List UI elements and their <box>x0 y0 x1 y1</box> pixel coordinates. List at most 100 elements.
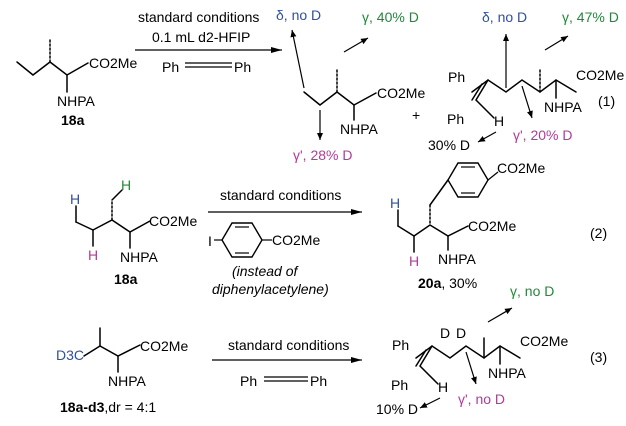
p1-gamma-arrow <box>343 37 369 53</box>
p20a-new-cc-bond <box>429 179 449 206</box>
r1-equation-number: (1) <box>598 93 615 109</box>
sm3-amine-label: NHPA <box>108 373 147 389</box>
p20a-ester-label: CO2Me <box>468 218 516 234</box>
p2-gamma-arrow <box>544 35 569 51</box>
sm3-dr: ,dr = 4:1 <box>104 399 156 415</box>
p1-amine-label: NHPA <box>340 121 379 137</box>
p2-gamma-prime-arrow <box>521 85 533 119</box>
r1-reagent-ph-right: Ph <box>234 59 251 75</box>
r2-note-line-2: diphenylacetylene) <box>212 281 329 297</box>
p3-ester-label: CO2Me <box>520 333 568 349</box>
p2-ph-top-label: Ph <box>448 69 465 85</box>
reaction-1-product-1: CO2Me NHPA δ, no D γ, 40% D γ', 28% D <box>276 7 425 163</box>
p3-gamma-prime-label: γ', no D <box>458 391 505 407</box>
r2-condition-line-1: standard conditions <box>220 187 341 203</box>
p2-amine-label: NHPA <box>544 99 583 115</box>
p2-vinyl-d-arrow <box>477 131 497 143</box>
p3-alkene-bond <box>419 345 439 385</box>
p20a-bond-a <box>397 225 415 237</box>
p2-delta-label: δ, no D <box>482 9 527 25</box>
r2-note-line-1: (instead of <box>232 263 299 279</box>
p3-vinyl-h-label: H <box>438 379 448 395</box>
p2-vinyl-h-label: H <box>494 113 504 129</box>
p3-amine-label: NHPA <box>488 365 527 381</box>
r2-reagent-iodo: I <box>208 233 212 249</box>
reaction-3-product: D D Ph Ph H CO2Me NHPA γ, no D 10% D γ',… <box>376 283 607 417</box>
p20a-aryl-ester-bond <box>487 171 499 181</box>
sm2-compound-label: 18a <box>114 271 138 287</box>
p1-delta-label: δ, no D <box>276 7 321 23</box>
p2-vinyl-d-label: 30% D <box>428 137 470 153</box>
sm2-amine-label: NHPA <box>120 249 159 265</box>
sm3-cd3-label: D3C <box>56 347 84 363</box>
r2-reagent-benzene-ring <box>221 222 263 258</box>
r1-plus-sign: + <box>412 107 420 123</box>
r2-reagent-ester-label: CO2Me <box>272 232 320 248</box>
r3-condition-line-1: standard conditions <box>228 337 349 353</box>
reaction-2: H H H CO2Me NHPA 18a standard conditions… <box>70 160 607 297</box>
sm1-compound-label: 18a <box>61 112 85 128</box>
reaction-1: CO2Me NHPA 18a standard conditions 0.1 m… <box>16 7 624 163</box>
p3-d-label-1: D <box>440 325 450 341</box>
p3-gamma-arrow <box>487 307 513 323</box>
p1-backbone-bond <box>303 91 377 106</box>
reaction-1-conditions: standard conditions 0.1 mL d2-HFIP Ph Ph <box>135 9 282 75</box>
reaction-1-starting-material: CO2Me NHPA 18a <box>16 39 137 128</box>
p1-gamma-label: γ, 40% D <box>362 9 419 25</box>
sm3-compound-label: 18a-d3 <box>60 399 105 415</box>
sm1-backbone-bond <box>16 61 89 76</box>
p1-ester-label: CO2Me <box>377 85 425 101</box>
p2-alkene-double-bond <box>471 83 483 101</box>
reaction-3-conditions: standard conditions Ph Ph <box>212 337 362 389</box>
p1-gamma-prime-label: γ', 28% D <box>293 147 352 163</box>
p2-gamma-prime-label: γ', 20% D <box>513 127 572 143</box>
reaction-2-product: CO2Me H H CO2Me NHPA 20a, 30% (2) <box>390 160 607 291</box>
r3-reagent-ph-right: Ph <box>310 373 327 389</box>
p3-d-label-2: D <box>456 325 466 341</box>
reaction-3: D3C CO2Me NHPA 18a-d3,dr = 4:1 standard … <box>56 283 607 417</box>
reaction-2-conditions: standard conditions I CO2Me (instead of … <box>208 187 362 297</box>
r3-reagent-ph-left: Ph <box>240 373 257 389</box>
reaction-2-starting-material: H H H CO2Me NHPA 18a <box>70 177 197 287</box>
sm2-ester-label: CO2Me <box>149 213 197 229</box>
r1-condition-line-2: 0.1 mL d2-HFIP <box>152 29 250 45</box>
p2-alkene-bond <box>475 79 495 119</box>
p20a-amine-label: NHPA <box>438 251 477 267</box>
sm2-h-blue: H <box>70 191 80 207</box>
p20a-compound-label: 20a <box>418 275 442 291</box>
sm3-compound-caption: 18a-d3,dr = 4:1 <box>60 399 156 415</box>
reaction-1-product-2: Ph Ph H CO2Me NHPA δ, no D γ, 47% D 30% … <box>428 9 624 153</box>
sm2-green-ch-bond <box>111 189 123 201</box>
p2-ph-bottom-label: Ph <box>447 111 464 127</box>
p20a-aryl-ring <box>447 162 489 198</box>
sm2-h-green: H <box>121 177 131 193</box>
p20a-compound-caption: 20a, 30% <box>418 275 477 291</box>
p20a-h-magenta: H <box>409 253 419 269</box>
p3-vinyl-d-label: 10% D <box>376 401 418 417</box>
p3-gamma-prime-arrow <box>465 351 477 385</box>
p20a-yield: , 30% <box>441 275 477 291</box>
p3-ph-bottom-label: Ph <box>391 377 408 393</box>
sm2-h-magenta: H <box>88 247 98 263</box>
p3-gamma-label: γ, no D <box>510 283 554 299</box>
p20a-aryl-ester-label: CO2Me <box>497 160 545 176</box>
r1-reagent-ph-left: Ph <box>162 59 179 75</box>
r1-condition-line-1: standard conditions <box>138 9 259 25</box>
p3-vinyl-d-arrow <box>419 397 441 409</box>
r2-equation-number: (2) <box>590 225 607 241</box>
p20a-backbone-bond <box>413 224 469 237</box>
sm2-bond-a <box>75 221 94 231</box>
sm1-ester-label: CO2Me <box>89 55 137 71</box>
p2-ester-label: CO2Me <box>576 67 624 83</box>
sm2-backbone-bond <box>92 219 151 233</box>
p3-alkene-double-bond <box>415 349 427 367</box>
p1-delta-arrow <box>290 29 305 89</box>
r3-equation-number: (3) <box>590 349 607 365</box>
p20a-h-blue: H <box>390 195 400 211</box>
sm3-ester-label: CO2Me <box>140 338 188 354</box>
p3-ph-top-label: Ph <box>392 337 409 353</box>
p2-gamma-label: γ, 47% D <box>562 9 619 25</box>
sm1-amine-label: NHPA <box>57 93 96 109</box>
sm3-backbone-bond <box>83 344 141 357</box>
